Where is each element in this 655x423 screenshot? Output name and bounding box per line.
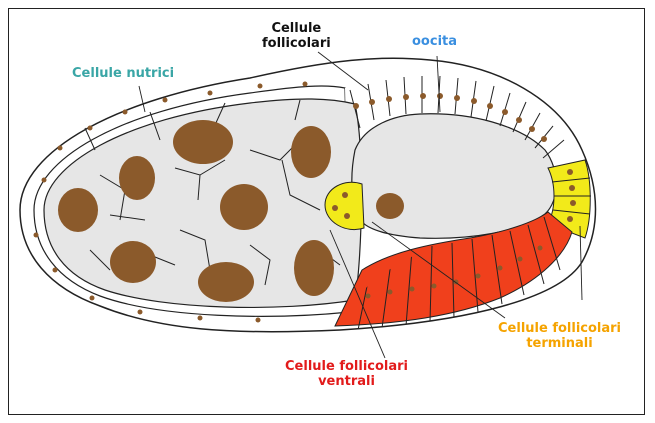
- label-terminal-follicle-cells: Cellule follicolari terminali: [498, 321, 621, 351]
- label-ventral-follicle-cells: Cellule follicolari ventrali: [285, 359, 408, 389]
- label-nurse-cells: Cellule nutrici: [72, 66, 174, 81]
- label-follicle-cells: Cellule follicolari: [262, 21, 331, 51]
- oocyte-nucleus: [376, 193, 404, 219]
- label-oocyte: oocita: [412, 34, 457, 49]
